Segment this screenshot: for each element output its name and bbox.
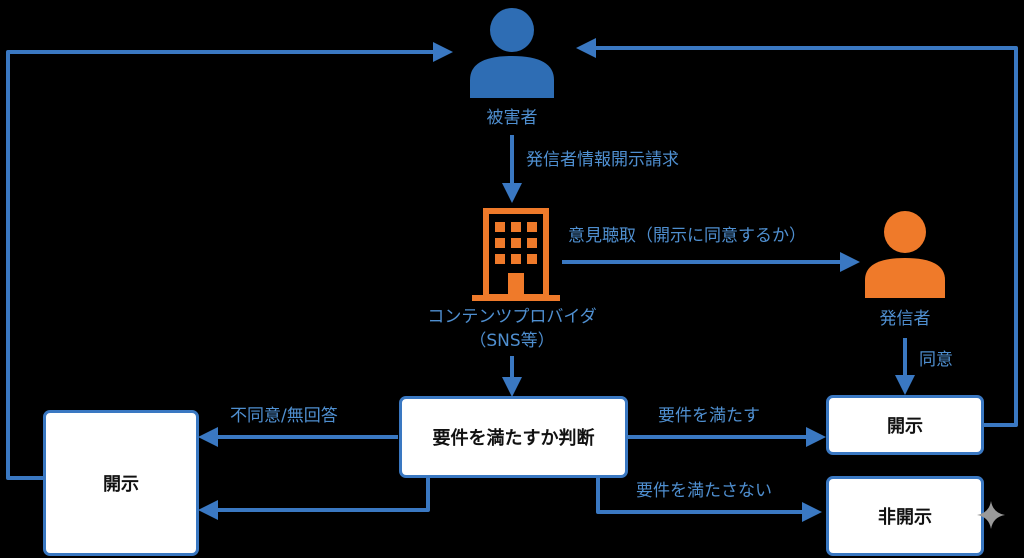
- sparkle-icon: [977, 501, 1005, 529]
- judge-box: 要件を満たすか判断: [399, 396, 628, 478]
- request-label: 発信者情報開示請求: [526, 150, 679, 170]
- disclose-right-box: 開示: [826, 395, 984, 455]
- disclose-left-box: 開示: [43, 410, 199, 556]
- judge-box-label: 要件を満たすか判断: [432, 428, 595, 449]
- edge-not-meets: [596, 478, 822, 522]
- not-meets-label: 要件を満たさない: [636, 481, 772, 501]
- meets-label: 要件を満たす: [658, 406, 760, 426]
- sender-label: 発信者: [879, 309, 931, 329]
- provider-sublabel: （SNS等）: [469, 331, 555, 351]
- disclose-left-label: 開示: [103, 474, 139, 495]
- victim-label: 被害者: [486, 108, 538, 128]
- edge-judge-lower-to-disclose: [198, 478, 430, 520]
- edge-right-disclose-to-victim: [576, 38, 1018, 427]
- person-icon: [865, 211, 945, 298]
- edge-left-disclose-to-victim: [6, 42, 453, 480]
- consent-label: 同意: [919, 350, 953, 370]
- disagree-label: 不同意/無回答: [230, 406, 338, 426]
- hearing-label: 意見聴取（開示に同意するか）: [568, 226, 806, 246]
- non-disclose-label: 非開示: [878, 507, 932, 528]
- disclose-right-label: 開示: [887, 416, 923, 437]
- person-icon: [470, 8, 554, 98]
- non-disclose-box: 非開示: [826, 476, 984, 556]
- provider-label: コンテンツプロバイダ: [427, 307, 597, 327]
- building-icon: [472, 208, 560, 301]
